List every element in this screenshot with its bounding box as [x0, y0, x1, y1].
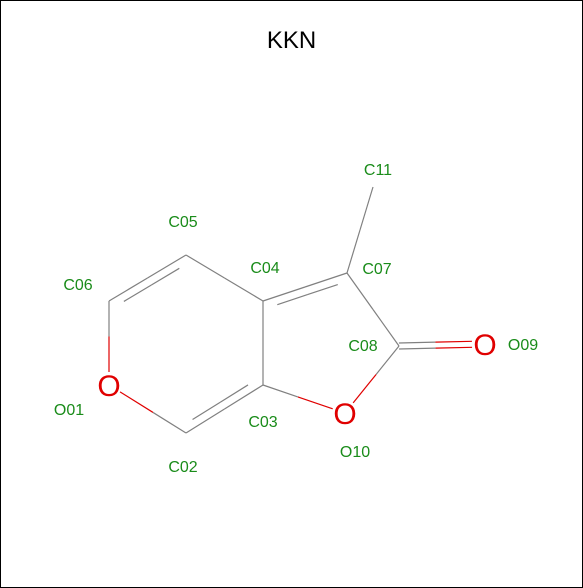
bond-c08-o09-1-a: [399, 347, 436, 350]
atom-label-c05: C05: [168, 214, 197, 231]
atom-label-o01: O01: [54, 402, 84, 419]
bond-c04-c05-b: [185, 254, 225, 279]
atom-label-c04: C04: [250, 260, 279, 277]
bond-o10-c03-b: [262, 384, 299, 398]
bond-c07-c11-a: [346, 229, 361, 274]
atom-label-c06: C06: [63, 277, 92, 294]
atom-label-c03: C03: [248, 414, 277, 431]
atom-label-c02: C02: [168, 459, 197, 476]
atom-glyph-o09: O: [473, 329, 496, 362]
bond-o01-c02-a: [119, 391, 154, 413]
atom-label-c08: C08: [348, 338, 377, 355]
atom-glyph-o10: O: [333, 398, 356, 431]
bond-c02-c03-a: [185, 408, 225, 434]
bond-c08-o09-2-b: [435, 340, 472, 343]
bond-c04-c07-a: [262, 286, 306, 302]
bond-c07-c11-b: [359, 186, 374, 231]
bond-c07-c08-b: [372, 309, 400, 347]
bond-c05-c06-inner-b: [123, 284, 152, 302]
bond-c05-c06-inner-a: [151, 267, 180, 286]
bond-c02-c03-b: [224, 384, 264, 410]
bond-c04-c07-inner-b: [307, 283, 338, 296]
bond-c08-o10-b: [352, 374, 377, 404]
bond-c02-c03-inner-a: [192, 401, 221, 421]
bond-c08-o09-1-b: [435, 346, 473, 349]
bond-o01-c02-b: [152, 411, 187, 434]
bond-c04-c05-a: [224, 277, 264, 302]
atom-label-c11: C11: [364, 162, 392, 179]
molecule-title: KKN: [266, 27, 317, 54]
bond-o10-c03-a: [297, 396, 333, 410]
atom-label-o10: O10: [340, 444, 370, 461]
bond-c07-c08-a: [346, 272, 374, 310]
bond-c05-c06-a: [147, 254, 187, 279]
bond-c02-c03-inner-b: [219, 384, 249, 403]
bond-c08-o10-a: [375, 345, 400, 375]
bond-c04-c07-b: [304, 272, 348, 288]
bond-c08-o09-2-a: [398, 341, 436, 344]
atom-label-c07: C07: [362, 261, 391, 278]
bond-c05-c06-b: [108, 277, 148, 302]
atom-glyph-o01: O: [97, 370, 120, 403]
bond-c04-c07-inner-a: [277, 294, 308, 306]
atom-label-o09: O09: [508, 337, 538, 354]
